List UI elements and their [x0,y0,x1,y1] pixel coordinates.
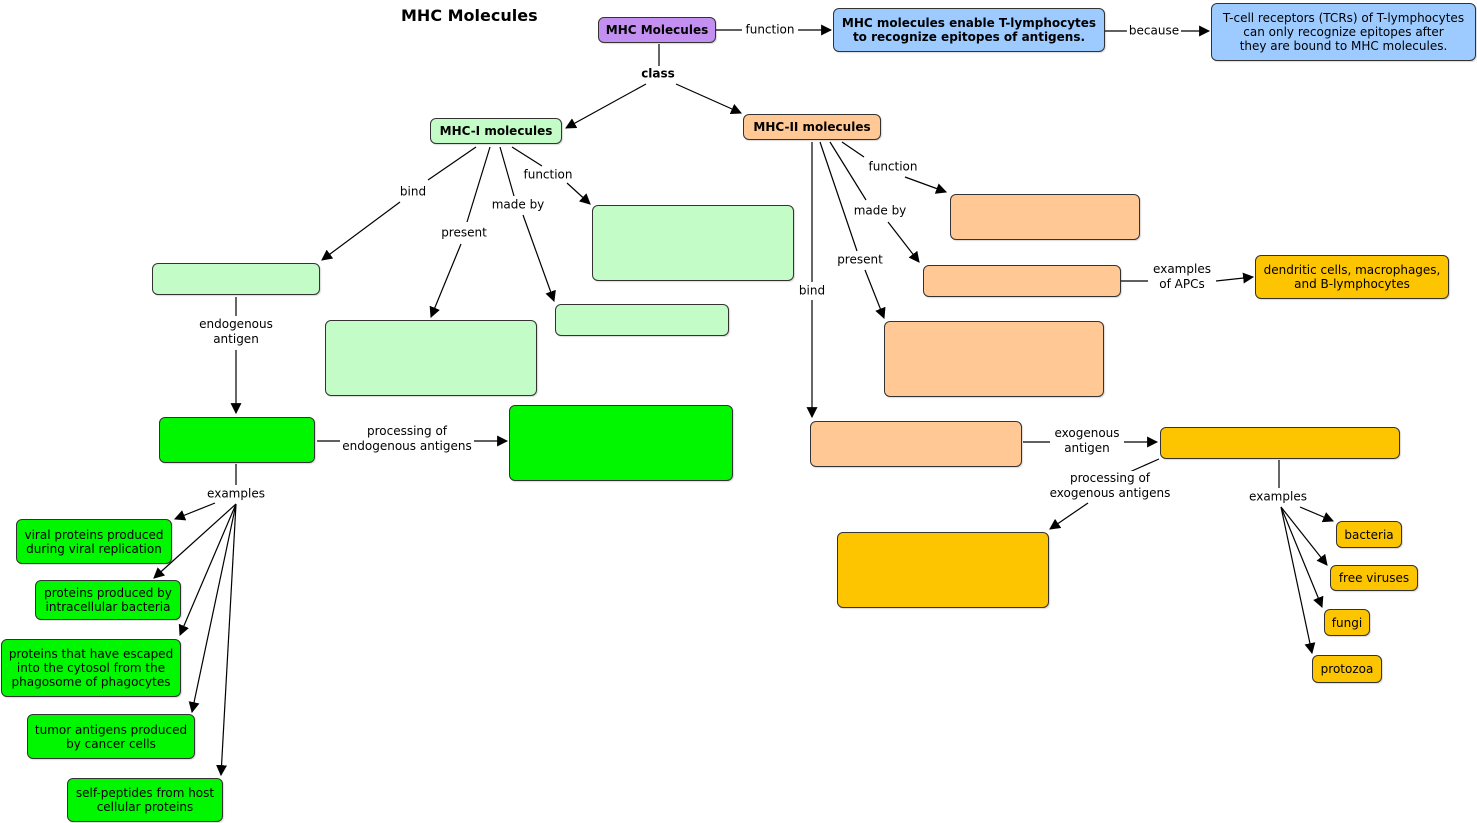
link-label-mhc-ii-function: function [866,159,920,175]
blank-mhc-ii-bind[interactable] [810,421,1022,467]
link-label-endogenous-examples: examples [205,486,267,502]
link-label-exogenous-antigen: exogenous antigen [1052,426,1122,456]
edge-mhc-ii-madeby-b [887,221,920,263]
edge-apc-b [1215,272,1255,284]
example-escaped-proteins[interactable]: proteins that have escaped into the cyto… [1,639,181,697]
link-label-because: because [1126,23,1182,39]
edge-example-viral [173,502,216,521]
example-tumor-antigens[interactable]: tumor antigens produced by cancer cells [27,714,195,759]
blank-endogenous-antigen[interactable] [159,417,315,463]
edge-example-exo-bacteria [1299,506,1335,523]
link-label-processing-endogenous: processing of endogenous antigens [340,424,474,454]
edge-example-self [216,503,237,777]
example-bacteria[interactable]: bacteria [1336,521,1402,548]
link-label-mhc-i-present: present [439,225,489,241]
edge-mhc-i-present-b [429,243,462,319]
edge-mhc-ii-madeby-a [829,141,867,201]
edge-mhc-i-function-a [511,146,543,167]
link-label-processing-exogenous: processing of exogenous antigens [1047,471,1173,501]
link-label-mhc-ii-made-by: made by [851,203,909,219]
link-label-mhc-ii-present: present [835,252,885,268]
link-label-examples-of-apcs: examples of APCs [1151,262,1213,292]
example-free-viruses[interactable]: free viruses [1330,565,1418,591]
example-self-peptides[interactable]: self-peptides from host cellular protein… [67,778,223,822]
edge-mhc-i-bind-b [321,201,401,261]
blank-mhc-i-function[interactable] [592,205,794,281]
blank-mhc-i-bind[interactable] [152,263,320,295]
blank-endogenous-processing[interactable] [509,405,733,481]
edge-example-protozoa [1280,506,1316,655]
node-tcr-reason[interactable]: T-cell receptors (TCRs) of T-lymphocytes… [1211,3,1476,61]
edge-example-tumor [188,503,237,714]
edge-mhc-i-present-a [466,146,491,223]
edge-example-fungi [1280,506,1324,609]
blank-mhc-ii-made-by[interactable] [923,265,1121,297]
blank-exogenous-processing[interactable] [837,532,1049,608]
link-label-class: class [639,66,677,82]
edge-mhc-i-madeby-b [522,214,556,303]
link-label-endogenous-antigen: endogenous antigen [197,317,275,347]
edge-exo-processing-b [1049,502,1089,530]
node-mhc-i[interactable]: MHC-I molecules [430,118,562,144]
example-intracellular-bacteria[interactable]: proteins produced by intracellular bacte… [35,580,181,620]
blank-mhc-ii-present[interactable] [884,321,1104,397]
link-label-mhc-i-bind: bind [397,184,429,200]
node-mhc-ii[interactable]: MHC-II molecules [743,114,881,140]
edge-mhc-ii-present-a [819,141,858,252]
link-label-mhc-ii-bind: bind [796,283,828,299]
edge-mhc-i-madeby-a [499,146,515,197]
edge-mhc-ii-present-b [864,269,886,320]
edge-mhc-i-bind-a [427,146,477,181]
edge-example-escaped [178,503,237,637]
node-apc-examples[interactable]: dendritic cells, macrophages, and B-lymp… [1255,255,1449,299]
link-label-exogenous-examples: examples [1247,489,1309,505]
edge-class-to-mhc-ii [675,83,743,114]
example-protozoa[interactable]: protozoa [1312,655,1382,683]
link-label-function: function [743,22,797,38]
blank-mhc-ii-function[interactable] [950,194,1140,240]
example-viral-proteins[interactable]: viral proteins produced during viral rep… [16,519,172,564]
blank-mhc-i-present[interactable] [325,320,537,396]
example-fungi[interactable]: fungi [1324,609,1370,636]
edge-mhc-i-function-b [566,182,591,205]
link-label-mhc-i-function: function [521,167,575,183]
edge-class-to-mhc-i [565,83,647,129]
edge-example-bacteria-intracellular [153,503,237,579]
node-mhc-molecules[interactable]: MHC Molecules [598,17,716,43]
link-label-mhc-i-made-by: made by [489,197,547,213]
page-title: MHC Molecules [401,6,538,25]
edge-example-free-viruses [1280,506,1328,566]
blank-exogenous-antigen[interactable] [1160,427,1400,459]
blank-mhc-i-made-by[interactable] [555,304,729,336]
node-mhc-function[interactable]: MHC molecules enable T-lymphocytes to re… [833,8,1105,52]
edge-mhc-ii-function-a [841,141,865,158]
edge-mhc-ii-function-b [904,176,948,194]
